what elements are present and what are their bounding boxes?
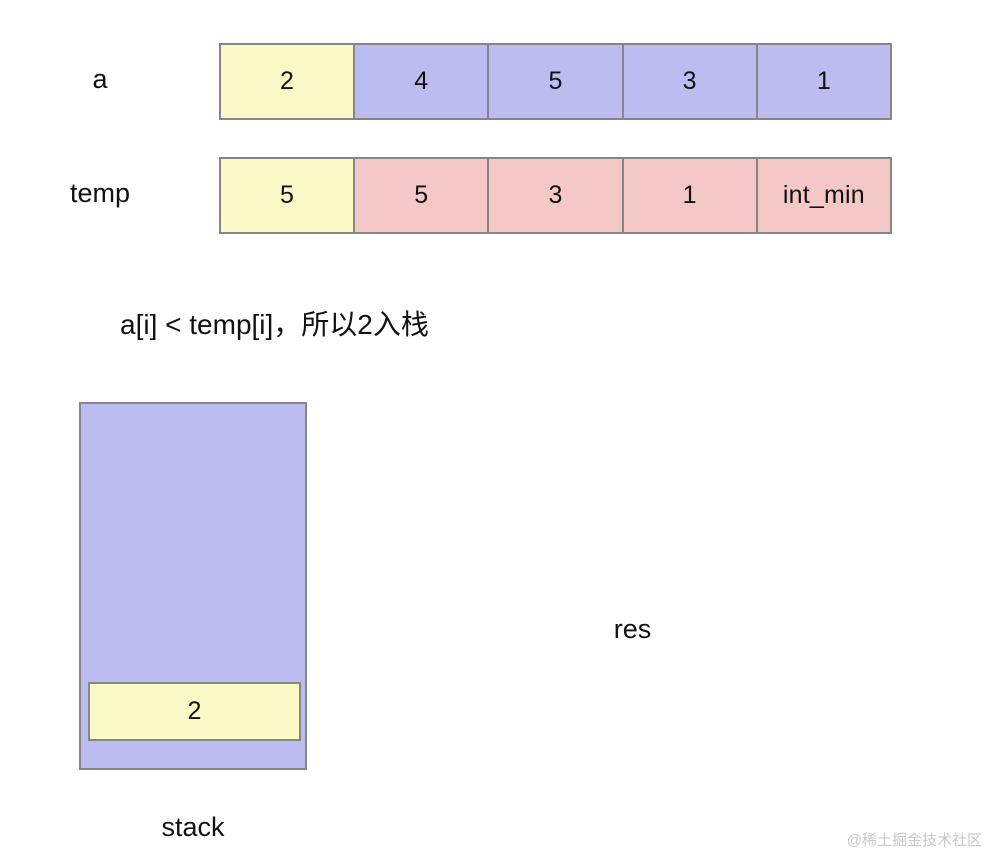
- res-label: res: [613, 614, 652, 644]
- array-temp-cell-3: 1: [623, 159, 758, 232]
- stack-container: 2: [79, 402, 307, 770]
- array-temp-cell-0: 5: [221, 159, 356, 232]
- array-a-cell-3: 3: [623, 45, 758, 118]
- array-a-cell-2: 5: [489, 45, 624, 118]
- array-a: 2 4 5 3 1: [219, 43, 892, 120]
- array-label-temp: temp: [69, 178, 131, 208]
- array-label-a: a: [92, 64, 108, 94]
- array-a-cell-0: 2: [221, 45, 356, 118]
- stack-label: stack: [161, 812, 225, 842]
- array-a-cell-4: 1: [757, 45, 891, 118]
- array-temp-cell-4: int_min: [757, 159, 891, 232]
- array-temp-cell-2: 3: [489, 159, 624, 232]
- step-caption: a[i] < temp[i]，所以2入栈: [120, 309, 429, 340]
- array-temp: 5 5 3 1 int_min: [219, 157, 892, 234]
- array-temp-cell-1: 5: [355, 159, 490, 232]
- watermark: @稀土掘金技术社区: [846, 832, 982, 849]
- array-a-cell-1: 4: [355, 45, 490, 118]
- stack-item: 2: [88, 682, 301, 741]
